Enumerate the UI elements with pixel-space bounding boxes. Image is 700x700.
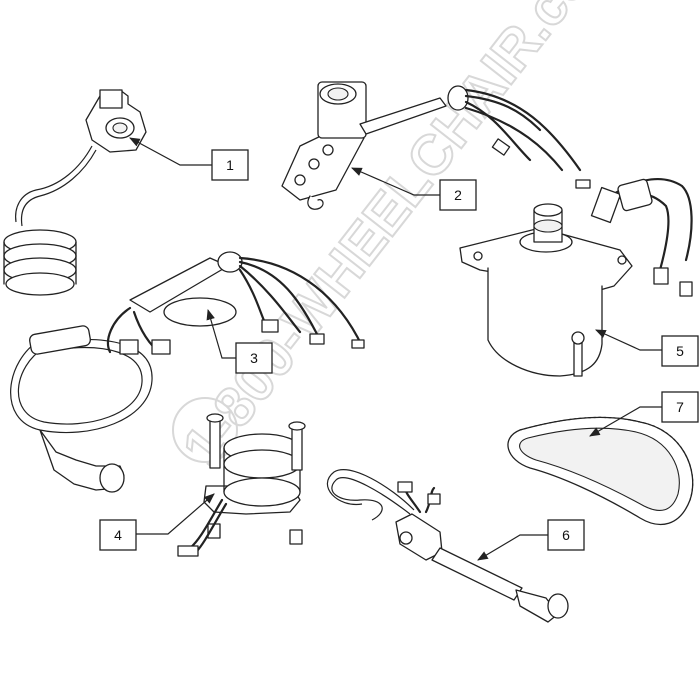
callout-3: 3 [235,342,273,374]
watermark-circle [172,397,238,463]
callout-1: 1 [211,149,249,181]
callout-2-number: 2 [454,187,462,203]
callout-2: 2 [439,179,477,211]
callout-1-number: 1 [226,157,234,173]
callout-7: 7 [661,391,699,423]
callout-1-box [211,149,249,181]
leader-4 [136,493,215,535]
callout-6-number: 6 [562,527,570,543]
part-3-harness [10,251,365,493]
leader-7 [589,406,664,437]
callout-5-box [661,335,699,367]
leader-2 [351,167,440,196]
part-2-switch-assembly [281,81,591,210]
callout-2-box [439,179,477,211]
leader-lines [129,137,664,561]
leader-5 [595,329,662,351]
part-1-sensor [3,89,147,296]
part-6-throttle-stick [326,469,569,623]
part-5-motor [459,178,693,377]
callout-3-number: 3 [250,350,258,366]
leader-6 [477,534,548,561]
leader-1 [129,137,212,166]
callout-7-box [661,391,699,423]
callout-6-box [547,519,585,551]
callout-4-number: 4 [114,527,122,543]
callout-5-number: 5 [676,343,684,359]
callout-3-box [235,342,273,374]
callout-5: 5 [661,335,699,367]
callout-4-box [99,519,137,551]
part-7-belt [507,416,694,526]
callout-7-number: 7 [676,399,684,415]
callout-4: 4 [99,519,137,551]
part-4-hub [177,413,306,557]
leader-3 [206,308,236,359]
callout-6: 6 [547,519,585,551]
